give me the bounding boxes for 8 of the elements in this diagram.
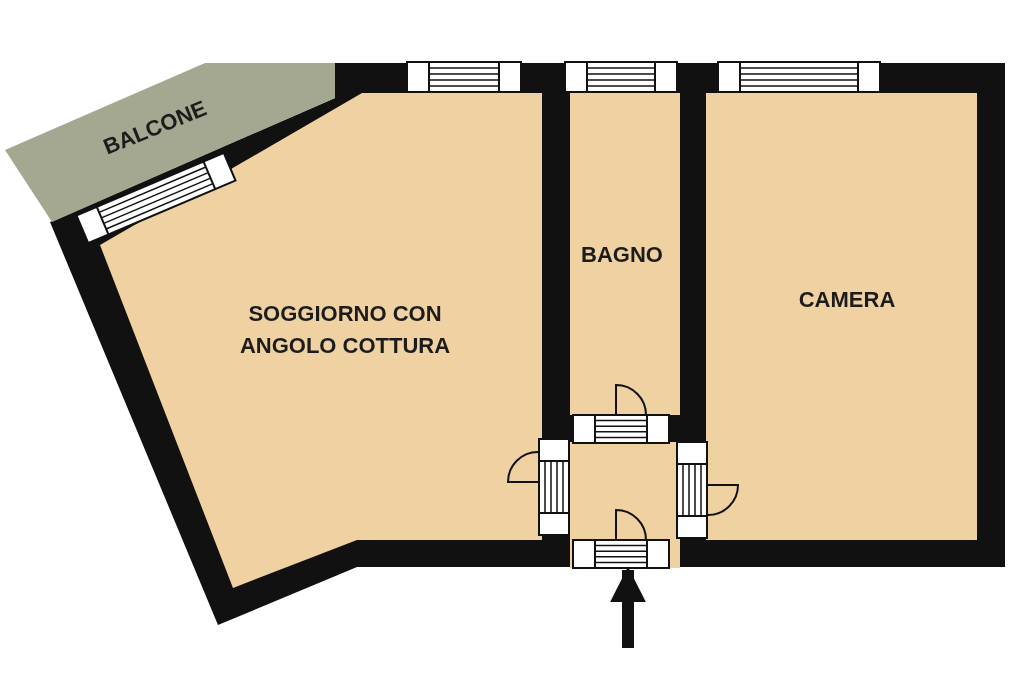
entrance-arrow (610, 566, 646, 648)
room-label: SOGGIORNO CON ANGOLO COTTURA (238, 300, 452, 360)
room-label: BAGNO (581, 241, 663, 269)
room-label: CAMERA (798, 286, 896, 314)
room-area (706, 93, 977, 540)
room-area (100, 93, 542, 588)
balcony-area (5, 63, 335, 222)
room-area (570, 93, 680, 415)
